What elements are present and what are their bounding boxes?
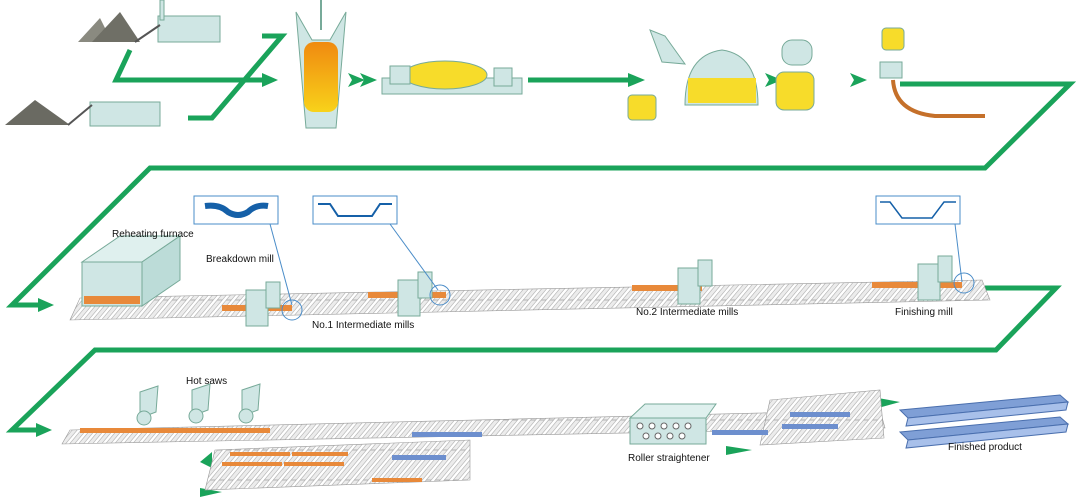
ore-yard-icon <box>5 100 161 127</box>
no1-intermediate-mills-label: No.1 Intermediate mills <box>312 320 415 331</box>
breakdown-mill-label: Breakdown mill <box>206 254 274 265</box>
profile-callouts <box>193 195 975 321</box>
finishing-mill-label: Finishing mill <box>895 307 953 318</box>
hot-bars <box>80 428 422 482</box>
roller-straightener-icon <box>628 403 717 445</box>
reheating-furnace-icon <box>80 235 182 307</box>
flow-line <box>5 33 1077 433</box>
coal-yard-icon <box>78 0 221 43</box>
reheating-furnace-label: Reheating furnace <box>112 229 194 240</box>
blast-furnace-icon <box>295 0 347 129</box>
roller-table <box>69 279 991 321</box>
section-profiles <box>204 201 956 219</box>
mill-stands <box>245 255 953 327</box>
finished-product-icon <box>898 394 1070 449</box>
converter-icon <box>627 29 759 121</box>
secondary-refining-icon <box>775 39 815 111</box>
cooled-bars <box>392 412 850 460</box>
roller-straightener-label: Roller straightener <box>628 453 710 464</box>
hot-saws-icon <box>136 383 261 426</box>
finished-product-label: Finished product <box>948 442 1022 453</box>
continuous-caster-icon <box>879 27 985 118</box>
no2-intermediate-mills-label: No.2 Intermediate mills <box>636 307 739 318</box>
hot-saws-label: Hot saws <box>186 376 228 387</box>
torpedo-car-icon <box>381 60 523 95</box>
flow-arrows <box>36 73 900 497</box>
product-table <box>759 389 885 446</box>
